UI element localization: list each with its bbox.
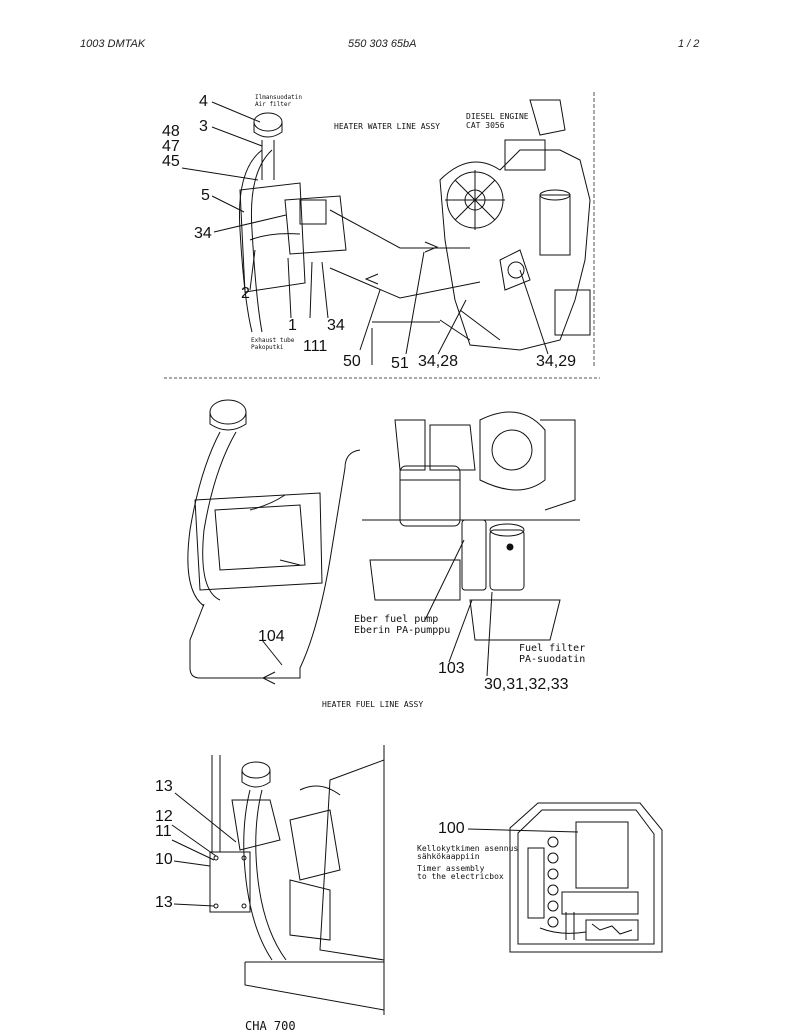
fuel-filter-label-fi: PA-suodatin: [519, 654, 586, 665]
callout-10: 10: [155, 851, 173, 868]
callout-5: 5: [201, 187, 210, 204]
doc-code: 1003 DMTAK: [80, 38, 146, 50]
exhaust-label-en: Exhaust tube: [251, 337, 295, 344]
callout-34-left: 34: [194, 225, 212, 242]
callout-47: 47: [162, 138, 180, 155]
callout-34-bottom: 34: [327, 317, 345, 334]
callout-2: 2: [241, 285, 250, 302]
timer-label-en-1: Timer assembly: [417, 864, 485, 873]
callout-30-31-32-33: 30,31,32,33: [484, 676, 569, 693]
callout-50: 50: [343, 353, 361, 370]
callout-48: 48: [162, 123, 180, 140]
air-filter-label-en: Air filter: [255, 101, 292, 108]
heater-water-line-figure: Ilmansuodatin Air filter HEATER WATER LI…: [0, 0, 794, 380]
callout-12: 12: [155, 808, 173, 825]
callout-45: 45: [162, 153, 180, 170]
engine-model-label: CAT 3056: [466, 121, 505, 130]
callout-51: 51: [391, 355, 409, 372]
fuel-filter-label-en: Fuel filter: [519, 643, 586, 654]
heater-fuel-line-title: HEATER FUEL LINE ASSY: [322, 700, 424, 709]
callout-3: 3: [199, 118, 208, 135]
eber-pump-label-fi: Eberin PA-pumppu: [354, 625, 451, 636]
exhaust-label-fi: Pakoputki: [251, 344, 284, 351]
callout-100: 100: [438, 820, 465, 837]
eber-pump-label-en: Eber fuel pump: [354, 614, 439, 625]
cha-700-label: CHA 700: [245, 1019, 296, 1033]
callout-4: 4: [199, 93, 208, 110]
callout-1: 1: [288, 317, 297, 334]
callout-34-28: 34,28: [418, 353, 459, 370]
callout-13-top: 13: [155, 778, 173, 795]
timer-label-en-2: to the electricbox: [417, 872, 504, 881]
timer-label-fi-2: sähkökaappiin: [417, 852, 480, 861]
callout-11: 11: [155, 823, 172, 840]
callout-34-29: 34,29: [536, 353, 577, 370]
heater-fuel-line-drawing: [0, 0, 794, 720]
heater-water-line-drawing: [0, 0, 794, 380]
callout-103: 103: [438, 660, 465, 677]
drawing-number: 550 303 65bA: [348, 38, 417, 50]
callout-111: 111: [303, 338, 328, 355]
timer-label-fi-1: Kellokytkimen asennus: [417, 844, 519, 853]
page-indicator: 1 / 2: [678, 38, 700, 50]
heater-fuel-line-figure: Eber fuel pump Eberin PA-pumppu Fuel fil…: [0, 0, 794, 720]
heater-water-line-title: HEATER WATER LINE ASSY: [334, 122, 440, 131]
callout-13-bottom: 13: [155, 894, 173, 911]
engine-label: DIESEL ENGINE: [466, 112, 529, 121]
air-filter-label-fi: Ilmansuodatin: [255, 94, 302, 101]
callout-104: 104: [258, 628, 285, 645]
